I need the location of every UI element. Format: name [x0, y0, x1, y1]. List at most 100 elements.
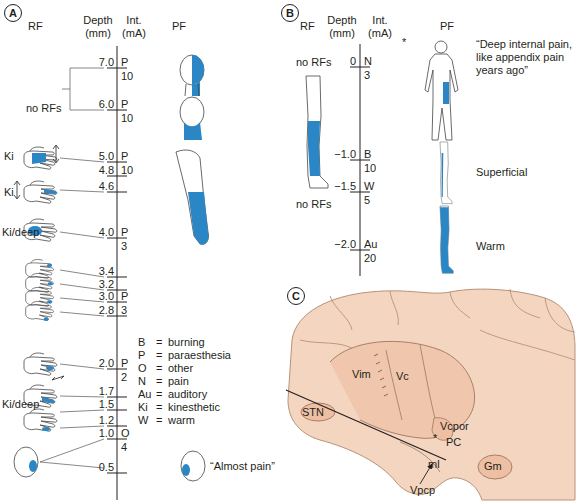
- panel-label: B: [281, 4, 299, 22]
- hand-outline: [24, 409, 57, 431]
- field-patch: [32, 153, 46, 164]
- field-patch: [48, 282, 53, 285]
- hand-outline: [24, 353, 57, 375]
- hand-outline: [26, 259, 54, 278]
- legend-entry: B: [138, 336, 145, 349]
- depth-reading: P: [121, 150, 128, 163]
- hand-drawing: [24, 353, 57, 375]
- neck-outline: [185, 84, 199, 96]
- structure-label: Vim: [352, 368, 371, 381]
- thalamus-outline: [330, 341, 475, 438]
- column-header: RF: [300, 20, 315, 33]
- brain-outline: [288, 289, 575, 500]
- depth-reading: 1.7: [99, 385, 114, 398]
- structure-label: Vpcp: [410, 484, 435, 497]
- column-header: Int. (mA): [119, 14, 149, 40]
- field-patch: [29, 460, 37, 472]
- legend-entry: O: [138, 362, 147, 375]
- depth-reading: −1.5: [334, 180, 356, 193]
- depth-reading: P: [121, 226, 128, 239]
- face-outline: [181, 451, 205, 481]
- annotation: “Deep internal pain, like appendix pain …: [476, 38, 574, 77]
- hand-drawing: [24, 147, 57, 169]
- legend-entry: =: [156, 349, 162, 362]
- movement-arrow: [14, 181, 20, 199]
- depth-reading: 1.2: [99, 414, 114, 427]
- hand-outline: [26, 301, 54, 320]
- depth-reading: 0.5: [99, 461, 114, 474]
- legend-entry: other: [168, 362, 193, 375]
- hand-drawing: [24, 181, 57, 203]
- annotation: Ki: [4, 186, 14, 199]
- field-patch: [47, 300, 52, 303]
- legend-entry: N: [138, 375, 146, 388]
- depth-reading: 4.6: [99, 180, 114, 193]
- panel-letter: A: [9, 7, 17, 19]
- annotation: “Almost pain”: [210, 460, 275, 473]
- depth-reading: 2: [121, 371, 127, 384]
- structure-label: Vcpor: [440, 420, 469, 433]
- depth-reading: 1.0: [99, 427, 114, 440]
- depth-reading: 10: [364, 162, 376, 175]
- depth-reading: 4.8: [99, 164, 114, 177]
- legend-entry: =: [156, 388, 162, 401]
- field-patch: [42, 427, 50, 431]
- legend-entry: Ki: [138, 401, 148, 414]
- depth-reading: −1.0: [334, 148, 356, 161]
- arm-outline: [176, 150, 209, 244]
- annotation: Ki/deep: [2, 226, 39, 239]
- structure-label: *: [433, 432, 437, 445]
- annotation: no RFs: [296, 198, 331, 211]
- depth-reading: 6.0: [99, 98, 114, 111]
- legend-entry: burning: [168, 336, 205, 349]
- legend-entry: Au: [138, 388, 151, 401]
- hand-drawing: [24, 409, 57, 431]
- depth-reading: 0: [350, 55, 356, 68]
- legend-entry: warm: [168, 414, 195, 427]
- hand-drawing: [26, 301, 54, 321]
- depth-reading: 4: [121, 441, 127, 454]
- movement-arrow: [53, 145, 59, 163]
- field-patch: [443, 82, 449, 104]
- legend-entry: P: [138, 349, 145, 362]
- hand-drawing: [26, 259, 54, 278]
- panel-letter: B: [286, 7, 294, 19]
- annotation: Superficial: [476, 166, 527, 179]
- leader-line: [60, 270, 104, 316]
- annotation: *: [402, 36, 406, 49]
- depth-reading: 3: [121, 240, 127, 253]
- movement-arrow: [52, 376, 64, 380]
- depth-reading: 5: [364, 194, 370, 207]
- legend-entry: =: [156, 375, 162, 388]
- field-patch: [182, 464, 190, 476]
- depth-reading: 3.4: [99, 265, 114, 278]
- column-header: Depth (mm): [81, 14, 115, 40]
- hatch-marks: [374, 354, 388, 396]
- brain-section: [286, 289, 575, 500]
- field-patch: [440, 207, 453, 273]
- depth-reading: O: [121, 427, 130, 440]
- gm-outline: [478, 455, 512, 479]
- leg-drawing: [440, 206, 453, 273]
- depth-reading: P: [121, 357, 128, 370]
- leg-drawing: [306, 76, 328, 188]
- face-outline: [180, 97, 204, 127]
- field-patch: [44, 318, 49, 321]
- depth-reading: 3.2: [99, 278, 114, 291]
- leader-line: [60, 364, 104, 428]
- hand-drawing: [26, 273, 54, 292]
- legend-entry: W: [138, 414, 148, 427]
- depth-reading: 10: [121, 112, 133, 125]
- axis-line: [117, 46, 118, 500]
- depth-reading: 7.0: [99, 56, 114, 69]
- nucleus-boundary: [386, 345, 436, 422]
- depth-reading: P: [121, 56, 128, 69]
- structure-label: ml: [428, 458, 440, 471]
- depth-reading: 4.0: [99, 226, 114, 239]
- structure-label: PC: [446, 436, 461, 449]
- legend-entry: =: [156, 336, 162, 349]
- panel-label: A: [4, 4, 22, 22]
- legend-entry: paraesthesia: [168, 349, 231, 362]
- depth-reading: B: [364, 148, 371, 161]
- structure-label: Gm: [484, 460, 502, 473]
